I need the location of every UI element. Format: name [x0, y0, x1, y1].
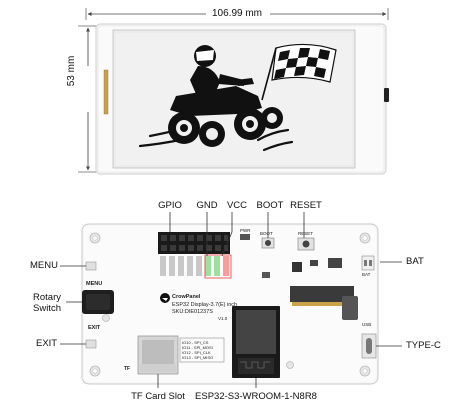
module-label: ESP32-S3-WROOM-1-N8R8	[195, 391, 317, 402]
exit-button-part	[85, 339, 97, 349]
checkered-flag-icon	[261, 43, 337, 101]
menu-label: MENU	[30, 260, 58, 271]
board-model: ESP32 Display-3.7(E) inch	[172, 302, 238, 308]
board-exit-print: EXIT	[88, 325, 101, 331]
board-bat-print: BAT	[362, 272, 371, 277]
pcb-board	[81, 223, 379, 385]
power-pins-highlight	[204, 254, 232, 279]
rotary-switch-part	[82, 290, 114, 314]
callout-lines	[60, 212, 402, 388]
gpio-header	[158, 232, 230, 276]
board-sku: SKU:DIE01237S	[172, 309, 213, 315]
crowpanel-logo-icon	[160, 293, 170, 303]
spi-row-2: IO11 - SPI_MOSI	[182, 345, 213, 350]
width-dimension-label: 106.99 mm	[211, 8, 263, 19]
spi-row-3: IO12 - SPI_CLK	[182, 350, 211, 355]
exit-label: EXIT	[36, 338, 58, 349]
spi-row-1: IO10 - SPI_CS	[182, 340, 209, 345]
board-tf-print: TF	[124, 366, 131, 372]
vcc-label: VCC	[226, 200, 248, 211]
board-usb-print: USB	[362, 322, 372, 327]
gnd-label: GND	[196, 200, 218, 211]
board-version: V1.0	[218, 316, 228, 321]
spi-pin-table	[179, 337, 225, 363]
tf-card-slot-part	[137, 335, 179, 375]
spi-row-4: IO13 - SPI_MISO	[182, 355, 214, 360]
boot-button	[261, 237, 275, 249]
menu-button-part	[85, 261, 97, 271]
board-pwr-print: PWR	[240, 228, 251, 233]
board-boot-print: BOOT	[260, 231, 273, 236]
height-dimension-label: 53 mm	[66, 55, 77, 87]
atv-rider-illustration	[138, 43, 337, 152]
boot-label: BOOT	[256, 200, 284, 211]
reset-label: RESET	[290, 200, 322, 211]
width-dimension-line	[85, 8, 389, 20]
fpc-connector	[290, 286, 354, 306]
bat-connector	[361, 255, 375, 271]
bat-label: BAT	[406, 256, 424, 267]
board-menu-print: MENU	[86, 281, 103, 287]
board-reset-print: RESET	[298, 231, 314, 236]
rotary-switch-label: Rotary Switch	[33, 292, 61, 314]
gpio-label: GPIO	[158, 200, 182, 211]
tf-card-slot-label: TF Card Slot	[131, 391, 185, 402]
type-c-label: TYPE-C	[406, 340, 441, 351]
atv-wheels	[168, 107, 283, 147]
esp32-module	[232, 306, 280, 378]
pwr-led	[240, 234, 250, 240]
board-brand: CrowPanel	[172, 294, 201, 300]
usb-type-c-port	[361, 333, 377, 359]
height-dimension-line	[78, 25, 98, 173]
reset-button	[297, 237, 315, 251]
